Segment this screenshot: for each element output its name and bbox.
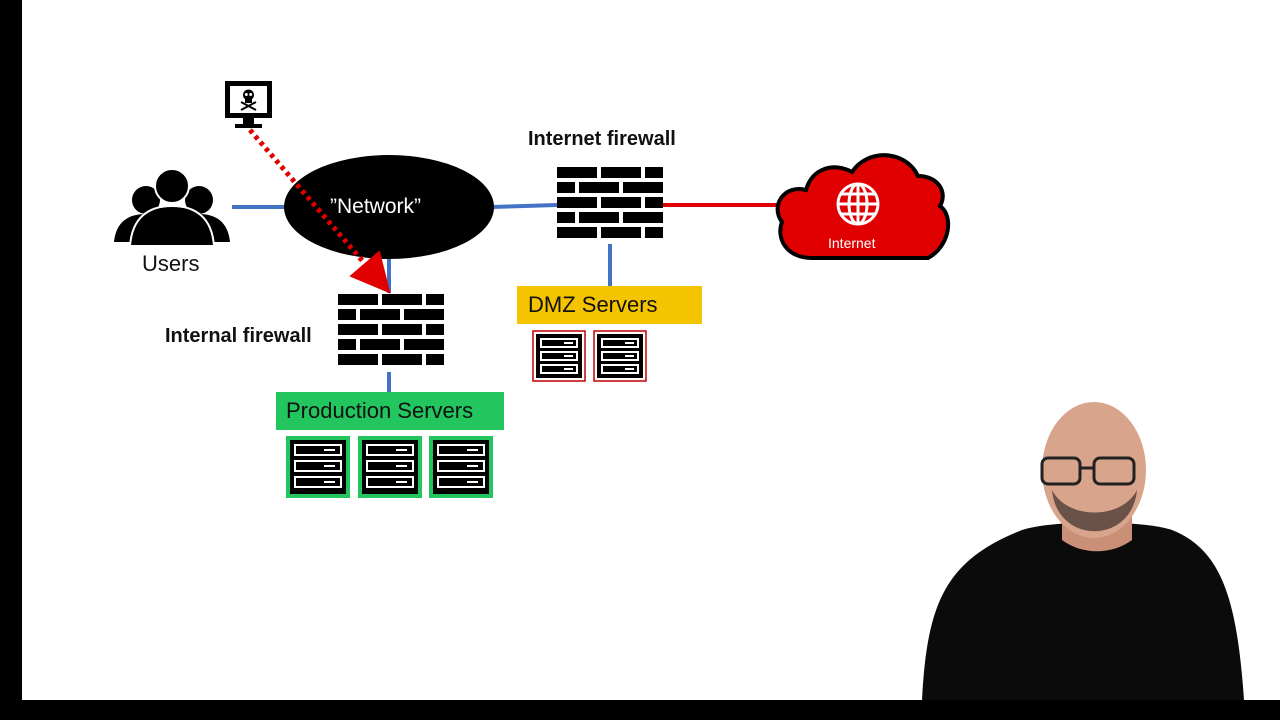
glasses-icon — [1040, 456, 1136, 486]
internet-firewall-icon — [557, 167, 663, 238]
internet-cloud-icon — [775, 153, 951, 260]
internal-firewall-label: Internal firewall — [165, 325, 312, 347]
skull-monitor-icon — [225, 81, 272, 128]
dmz-server-icons — [532, 330, 647, 382]
users-group-icon — [114, 168, 230, 247]
dmz-servers-label: DMZ Servers — [528, 292, 658, 317]
slide-canvas: Users ”Network” Internet firewall Intern… — [22, 0, 1280, 700]
dmz-servers-box — [517, 286, 702, 324]
presenter-beard — [1052, 490, 1137, 532]
network-diagram — [114, 81, 951, 498]
production-server-2 — [358, 436, 422, 498]
network-label: ”Network” — [330, 195, 422, 218]
attack-path-arrow — [248, 128, 391, 294]
production-server-3 — [429, 436, 493, 498]
users-label: Users — [142, 251, 200, 276]
production-servers-label: Production Servers — [286, 398, 474, 423]
network-internet-firewall-link — [491, 203, 558, 209]
presenter-shirt — [922, 522, 1244, 700]
production-server-1 — [286, 436, 350, 498]
internet-label: Internet — [828, 235, 876, 251]
internal-firewall-icon — [338, 294, 444, 365]
presenter-video-overlay — [922, 402, 1244, 700]
dmz-server-1 — [532, 330, 586, 382]
network-ellipse — [284, 155, 494, 259]
internet-firewall-label: Internet firewall — [528, 128, 676, 150]
production-servers-box — [276, 392, 504, 430]
dmz-server-2 — [593, 330, 647, 382]
production-server-icons — [286, 436, 493, 498]
globe-icon — [836, 182, 880, 226]
